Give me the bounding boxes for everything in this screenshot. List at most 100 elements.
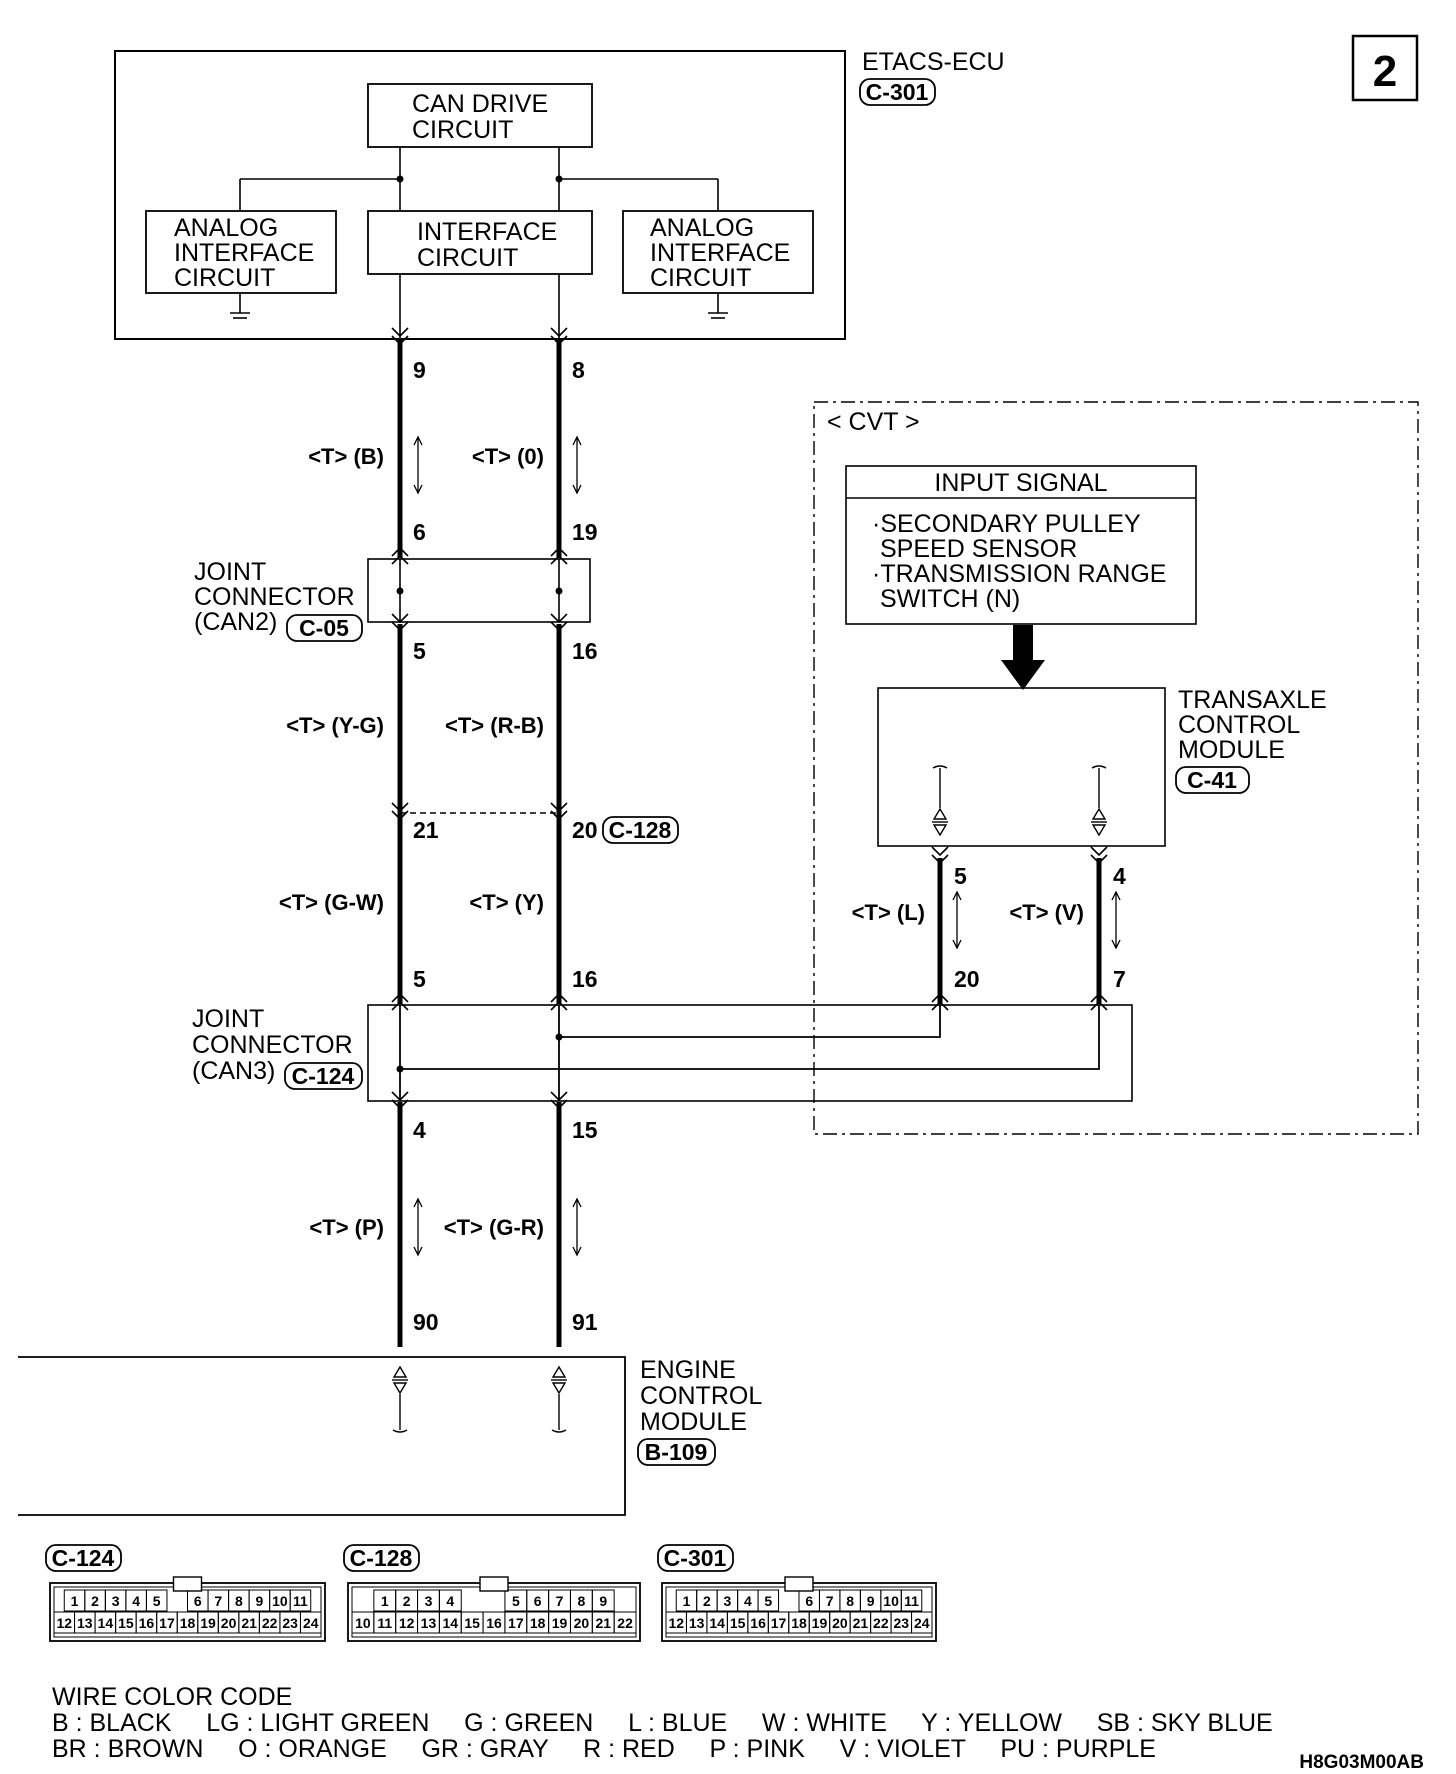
pin-can3-in-left: 5 (413, 966, 426, 992)
interface-line2: CIRCUIT (417, 244, 518, 272)
connector-pin-number: 5 (512, 1593, 520, 1609)
ecm-connector-frame (637, 1438, 716, 1466)
connector-pin-number: 13 (421, 1615, 437, 1631)
pin-tcm-join-right: 7 (1113, 966, 1126, 992)
pin-c128-left: 21 (413, 817, 439, 843)
tcm-connector-frame (1175, 766, 1250, 794)
joint-can2-line3: (CAN2) (194, 608, 277, 636)
joint-can2-connector: C-05 (299, 615, 349, 641)
connector-pin-number: 7 (826, 1593, 834, 1609)
junction-dot (396, 1065, 404, 1073)
connector-pin-number: 20 (221, 1615, 237, 1631)
terminal-symbol (550, 1366, 568, 1394)
connector-pin-cell (299, 1611, 322, 1634)
terminal-symbol (391, 1366, 409, 1394)
connector-pin-number: 4 (744, 1593, 752, 1609)
connector-pin-number: 14 (709, 1615, 725, 1631)
connector-pin-number: 21 (853, 1615, 869, 1631)
terminal-symbol (1090, 808, 1108, 836)
wire-color-code-title: WIRE COLOR CODE (52, 1683, 292, 1711)
wire-label: <T> (R-B) (445, 713, 544, 738)
pin-ecm-right: 91 (572, 1309, 598, 1335)
junction-dot (396, 587, 404, 595)
junction-dot (555, 587, 563, 595)
can-drive-line1: CAN DRIVE (412, 90, 548, 118)
can-drive-line2: CIRCUIT (412, 116, 513, 144)
wire-label: <T> (G-R) (444, 1215, 544, 1240)
joint-can3-connector: C-124 (292, 1063, 355, 1089)
connector-pin-number: 9 (255, 1593, 263, 1609)
wire-label: <T> (L) (852, 900, 925, 925)
connector-pin-number: 4 (132, 1593, 140, 1609)
connector-pin-cell (438, 1589, 462, 1612)
connector-view-name-frame (45, 1544, 122, 1572)
analog-left-line2: INTERFACE (174, 239, 314, 267)
connector-pin-cell (289, 1589, 312, 1612)
input-signal-line3: ·TRANSMISSION RANGE (872, 560, 1166, 588)
connector-pin-number: 19 (812, 1615, 828, 1631)
connector-pin-number: 22 (262, 1615, 278, 1631)
signal-direction-arrow (1111, 891, 1121, 949)
connector-pin-number: 10 (272, 1593, 288, 1609)
connector-pin-number: 1 (71, 1593, 79, 1609)
connector-pin-number: 23 (282, 1615, 298, 1631)
connector-view-name-frame (343, 1544, 420, 1572)
analog-right-line3: CIRCUIT (650, 264, 751, 292)
etacs-internal-wiring (230, 147, 728, 339)
connector-pin-number: 17 (508, 1615, 524, 1631)
wire-color-code-line1: B : BLACK LG : LIGHT GREEN G : GREEN L :… (52, 1709, 1273, 1737)
connector-pin-number: 19 (200, 1615, 216, 1631)
connector-pin-number: 5 (764, 1593, 772, 1609)
connector-pin-number: 9 (599, 1593, 607, 1609)
joint-can2-line2: CONNECTOR (194, 583, 355, 611)
connector-pin-cell (613, 1611, 637, 1634)
joint-can2-line1: JOINT (194, 558, 266, 586)
connector-pin-number: 9 (867, 1593, 875, 1609)
connector-pin-number: 18 (180, 1615, 196, 1631)
wire-label: <T> (V) (1009, 900, 1084, 925)
analog-right-line2: INTERFACE (650, 239, 790, 267)
connector-pin-number: 15 (118, 1615, 134, 1631)
pin-can2-out-right: 16 (572, 638, 598, 664)
wire-label: <T> (P) (309, 1215, 384, 1240)
connector-pin-number: 13 (689, 1615, 705, 1631)
connector-latch (172, 1576, 203, 1592)
ecm-connector: B-109 (645, 1439, 708, 1465)
connector-pin-cell (900, 1589, 923, 1612)
connector-pin-number: 18 (530, 1615, 546, 1631)
analog-left-line1: ANALOG (174, 214, 278, 242)
joint-connector-can2-box (367, 558, 591, 623)
cvt-region (813, 401, 1419, 1135)
connector-pin-number: 3 (723, 1593, 731, 1609)
connector-pin-number: 6 (805, 1593, 813, 1609)
etacs-connector-frame (859, 78, 936, 106)
connector-pin-number: 14 (98, 1615, 114, 1631)
connector-pin-number: 3 (112, 1593, 120, 1609)
etacs-ecu-title: ETACS-ECU (862, 48, 1005, 76)
connector-pin-cell (591, 1589, 615, 1612)
connector-pin-number: 11 (293, 1593, 308, 1609)
tcm-line3: MODULE (1178, 736, 1285, 764)
connector-pin-number: 22 (617, 1615, 633, 1631)
connector-pin-number: 16 (486, 1615, 502, 1631)
connector-pin-number: 24 (914, 1615, 930, 1631)
connector-pin-number: 5 (153, 1593, 161, 1609)
page-number: 2 (1373, 47, 1397, 96)
connector-pin-number: 1 (683, 1593, 691, 1609)
connector-view-name: C-124 (52, 1545, 115, 1571)
connector-view-name: C-128 (350, 1545, 413, 1571)
joint-can3-line2: CONNECTOR (192, 1031, 353, 1059)
joint-connector-can3-box (367, 1004, 1133, 1102)
connector-pin-number: 2 (403, 1593, 411, 1609)
connector-pin-number: 21 (595, 1615, 611, 1631)
input-signal-line2: SPEED SENSOR (880, 535, 1077, 563)
page-number-box (1351, 34, 1419, 102)
pin-ecm-left: 90 (413, 1309, 439, 1335)
pin-tcm-left: 5 (954, 863, 967, 889)
joint-can3-line1: JOINT (192, 1005, 264, 1033)
tcm-internal-terminals (932, 765, 1107, 808)
input-signal-title: INPUT SIGNAL (934, 469, 1107, 497)
connector-pin-number: 18 (791, 1615, 807, 1631)
connector-pin-number: 17 (771, 1615, 787, 1631)
